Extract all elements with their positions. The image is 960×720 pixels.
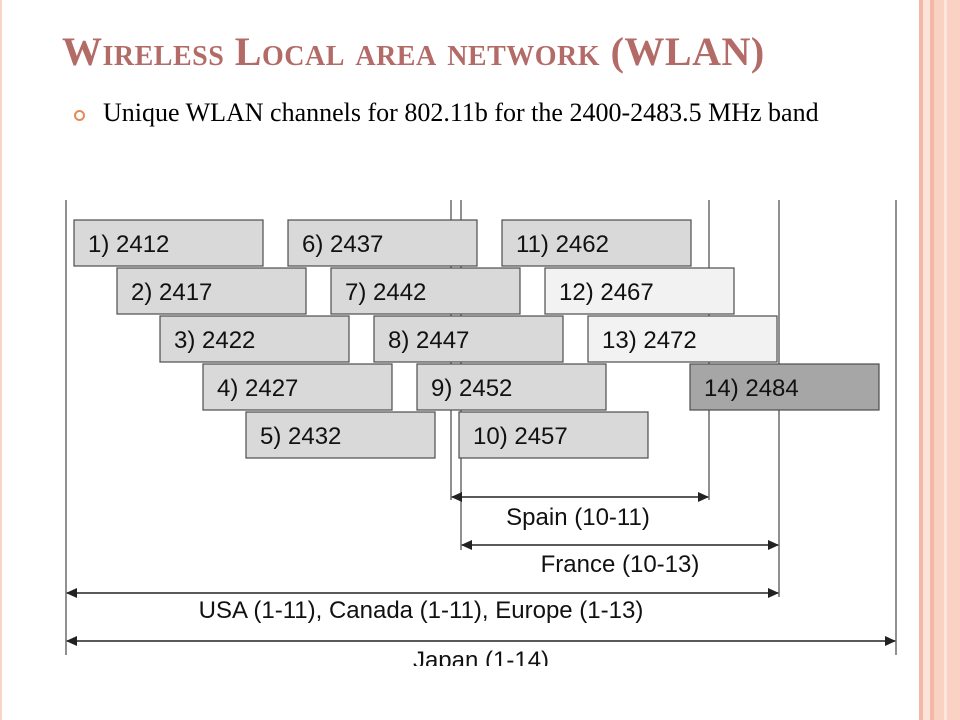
channel-box bbox=[245, 411, 436, 459]
channel-box bbox=[416, 363, 607, 411]
bullet-text: Unique WLAN channels for 802.11b for the… bbox=[103, 98, 819, 127]
slide-title-abbr: (WLAN) bbox=[610, 29, 765, 74]
channel-label: 6) 2437 bbox=[302, 231, 383, 258]
bullet-icon bbox=[74, 110, 85, 121]
slide-right-border bbox=[919, 0, 923, 720]
slide-left-border bbox=[0, 0, 2, 720]
arrow-right-icon bbox=[885, 636, 896, 646]
channel-diagram: 1) 2412 2) 2417 3) 2422 4) 2427 5) 2432 6) 24… bbox=[58, 186, 900, 674]
arrow-right-icon bbox=[768, 588, 779, 598]
arrow-left-icon bbox=[451, 492, 462, 502]
channel-box bbox=[202, 363, 393, 411]
channel-box bbox=[587, 315, 778, 363]
arrow-left-icon bbox=[66, 636, 77, 646]
channel-label: 9) 2452 bbox=[431, 375, 512, 402]
channel-label: 1) 2412 bbox=[88, 231, 169, 258]
arrow-right-icon bbox=[768, 540, 779, 550]
channel-box bbox=[689, 363, 880, 411]
channel-label: 7) 2442 bbox=[345, 279, 426, 306]
channel-label: 10) 2457 bbox=[473, 423, 568, 450]
channel-box bbox=[544, 267, 735, 315]
slide-right-border-stripe bbox=[930, 0, 934, 720]
channel-box bbox=[73, 219, 264, 267]
channel-label: 5) 2432 bbox=[260, 423, 341, 450]
slide-title: Wireless Local area network (WLAN) bbox=[62, 28, 765, 75]
slide-right-border-outer bbox=[934, 0, 960, 720]
channel-label: 13) 2472 bbox=[602, 327, 697, 354]
channel-label: 2) 2417 bbox=[131, 279, 212, 306]
slide-right-border-highlight bbox=[944, 0, 947, 720]
channel-label: 14) 2484 bbox=[704, 375, 799, 402]
channel-diagram-svg: 1) 2412 2) 2417 3) 2422 4) 2427 5) 2432 6) 24… bbox=[65, 200, 897, 674]
arrow-right-icon bbox=[698, 492, 709, 502]
arrow-left-icon bbox=[461, 540, 472, 550]
channel-label: 4) 2427 bbox=[217, 375, 298, 402]
channel-label: 11) 2462 bbox=[516, 231, 609, 258]
channel-box bbox=[159, 315, 350, 363]
channel-box bbox=[330, 267, 521, 315]
arrow-left-icon bbox=[66, 588, 77, 598]
channel-box bbox=[287, 219, 478, 267]
channel-box bbox=[501, 219, 692, 267]
slide-right-border-light bbox=[923, 0, 930, 720]
channel-box bbox=[116, 267, 307, 315]
channel-box bbox=[458, 411, 649, 459]
channel-label: 12) 2467 bbox=[559, 279, 654, 306]
channel-label: 8) 2447 bbox=[388, 327, 469, 354]
region-label: France (10-13) bbox=[541, 551, 700, 578]
region-label: Spain (10-11) bbox=[506, 504, 650, 531]
region-label: Japan (1-14) bbox=[413, 647, 549, 666]
channel-label: 3) 2422 bbox=[174, 327, 255, 354]
slide-title-main: Wireless Local area network bbox=[62, 29, 601, 74]
region-label: USA (1-11), Canada (1-11), Europe (1-13) bbox=[199, 597, 644, 624]
channel-box bbox=[373, 315, 564, 363]
